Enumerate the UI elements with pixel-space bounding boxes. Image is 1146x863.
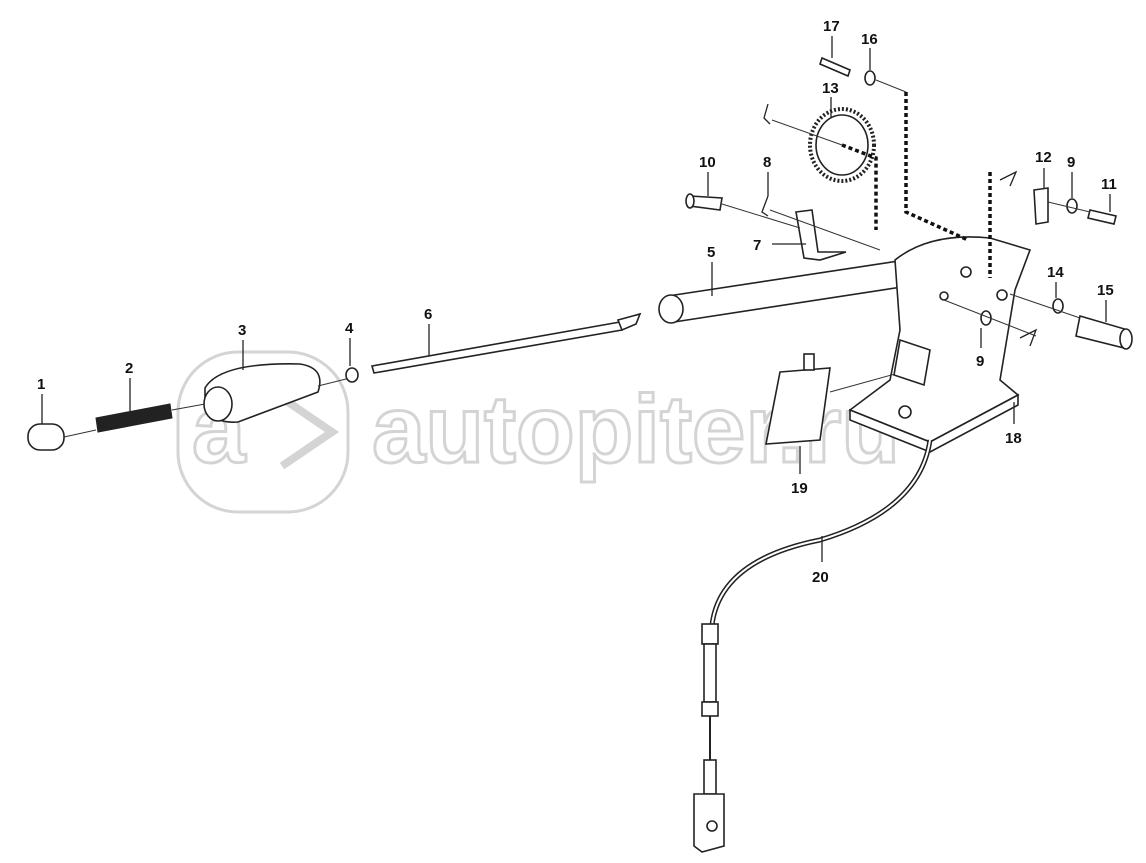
callout-6: 6 (424, 306, 432, 323)
part-17-screw (819, 56, 851, 78)
part-2-spring (95, 403, 206, 433)
callout-16: 16 (861, 31, 878, 48)
part-19-switch (765, 353, 896, 445)
part-1-cap (27, 423, 97, 451)
assembly-lines (841, 92, 992, 278)
part-14-washer (1009, 293, 1081, 319)
callout-19: 19 (791, 480, 808, 497)
callout-3: 3 (238, 322, 246, 339)
callout-15: 15 (1097, 282, 1114, 299)
part-13-gear (763, 103, 876, 183)
callout-7: 7 (753, 237, 761, 254)
part-4-washer (345, 367, 359, 383)
callout-4: 4 (345, 320, 354, 337)
callout-1: 1 (37, 376, 45, 393)
callout-20: 20 (812, 569, 829, 586)
part-15-pin (1075, 314, 1133, 350)
callout-2: 2 (125, 360, 133, 377)
callout-17: 17 (823, 18, 840, 35)
watermark-arrow-icon (279, 394, 340, 470)
part-9-washer-upper (1066, 198, 1078, 214)
part-20-cable (693, 439, 933, 853)
part-12-spacer (999, 170, 1049, 225)
part-6-rod (370, 312, 642, 374)
callout-18: 18 (1005, 430, 1022, 447)
part-8-pin (761, 195, 769, 217)
watermark-badge (176, 350, 350, 514)
callout-9b: 9 (976, 353, 984, 370)
callout-10: 10 (699, 154, 716, 171)
callout-9a: 9 (1067, 154, 1075, 171)
callout-8: 8 (763, 154, 771, 171)
callout-13: 13 (822, 80, 839, 97)
callout-11: 11 (1101, 176, 1117, 193)
callout-5: 5 (707, 244, 715, 261)
part-11-bolt (1047, 201, 1117, 225)
part-5-lever-tube (658, 259, 917, 324)
callouts: 1 2 3 4 5 6 7 8 9 9 10 11 12 13 14 15 16… (37, 18, 1117, 586)
part-3-handle-grip (203, 363, 351, 423)
callout-14: 14 (1047, 264, 1064, 281)
leader-lines (41, 36, 1111, 562)
part-7-plate (795, 209, 847, 261)
callout-12: 12 (1035, 149, 1052, 166)
part-9-washer-lower (943, 299, 1038, 347)
part-16-washer (864, 70, 907, 93)
part-10-pin (685, 193, 881, 251)
